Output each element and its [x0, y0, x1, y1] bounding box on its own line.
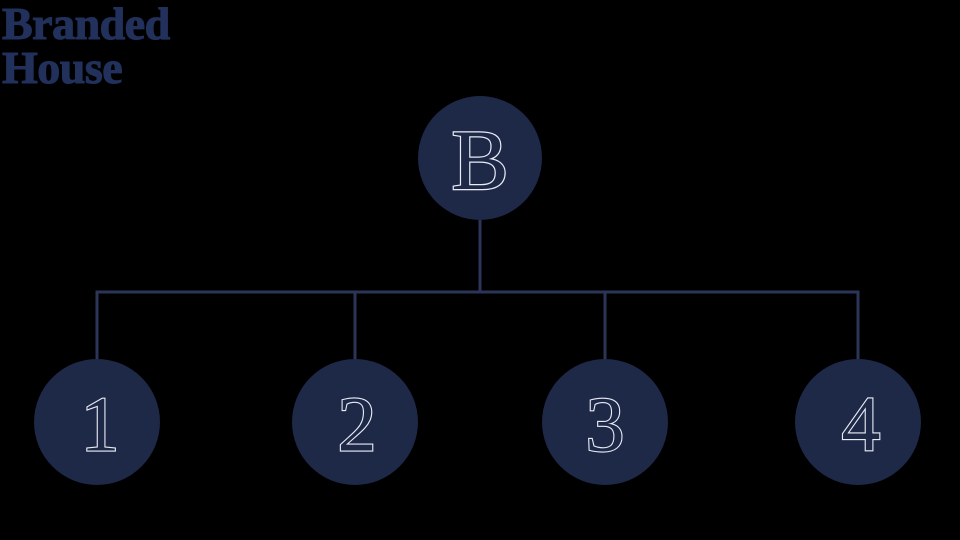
node-child-2[interactable]: 2	[292, 359, 418, 485]
node-child-3[interactable]: 3	[542, 359, 668, 485]
node-root[interactable]: B	[418, 96, 542, 220]
node-child-2-circle[interactable]	[292, 359, 418, 485]
title-line-1: Branded	[1, 0, 170, 49]
node-child-4-circle[interactable]	[795, 359, 921, 485]
node-child-1-circle[interactable]	[34, 359, 160, 485]
node-root-label: B	[451, 112, 508, 208]
node-child-4[interactable]: 4	[795, 359, 921, 485]
node-child-4-label: 4	[842, 381, 881, 468]
connector-lines	[95, 220, 860, 362]
node-child-3-circle[interactable]	[542, 359, 668, 485]
node-child-2-label: 2	[338, 381, 377, 468]
title-line-2: House	[1, 41, 123, 93]
node-child-1-label: 1	[81, 381, 120, 468]
node-root-circle[interactable]	[418, 96, 542, 220]
node-child-3-label: 3	[586, 381, 625, 468]
node-child-1[interactable]: 1	[34, 359, 160, 485]
page-title: Branded House	[1, 0, 170, 93]
